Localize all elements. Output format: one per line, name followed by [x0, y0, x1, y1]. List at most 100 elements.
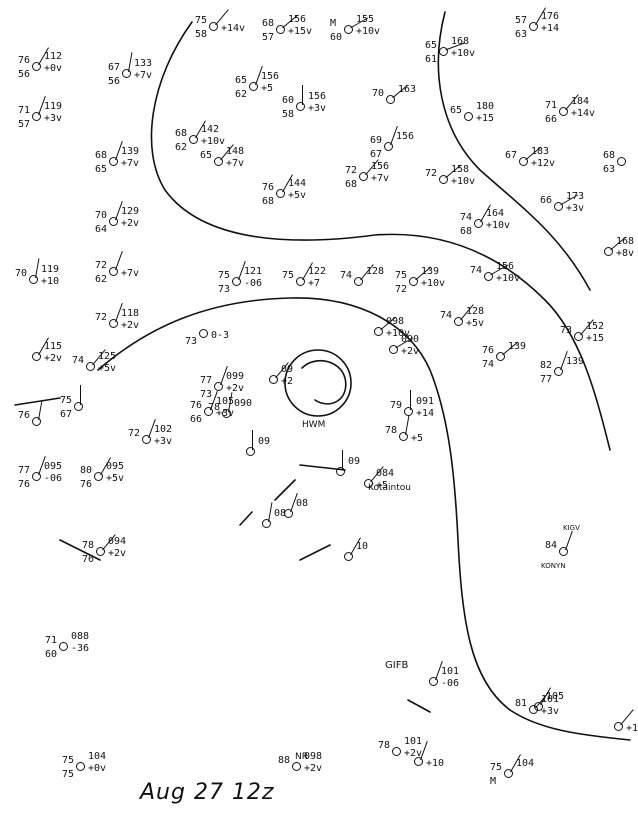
station-circle-icon: [29, 275, 38, 284]
station-temperature: 74: [340, 270, 353, 281]
station-pressure: 094: [108, 536, 127, 547]
station-circle-icon: [122, 69, 131, 78]
station-temperature: 60: [282, 95, 295, 106]
station-circle-icon: [414, 757, 423, 766]
station-dewpoint: 66: [545, 114, 558, 125]
station-temperature: 72: [95, 312, 108, 323]
station-tendency: +5v: [288, 190, 307, 201]
station-pressure: 133: [134, 58, 153, 69]
station-circle-icon: [344, 25, 353, 34]
station-tendency: -06: [441, 678, 460, 689]
station-tendency: +10: [41, 276, 60, 287]
station-pressure: 08: [296, 498, 309, 509]
station-dewpoint: 76: [80, 479, 93, 490]
station-temperature: 71: [45, 635, 58, 646]
airport-label-kigv: KIGV: [563, 524, 580, 532]
station-temperature: 71: [545, 100, 558, 111]
station-circle-icon: [519, 157, 528, 166]
station-dewpoint: 56: [18, 69, 31, 80]
station-pressure: 10: [356, 541, 369, 552]
station-plot: 08: [248, 502, 308, 546]
station-plot: 70 163: [372, 84, 432, 122]
station-pressure: 098: [304, 751, 323, 762]
station-circle-icon: [529, 22, 538, 31]
station-tendency: +10: [426, 758, 445, 769]
station-plot: 084+5: [350, 466, 410, 506]
station-tendency: +15v: [288, 26, 313, 37]
station-dewpoint: M: [490, 776, 497, 787]
station-pressure: 098: [386, 316, 405, 327]
station-tendency: +10v: [386, 328, 411, 339]
station-tendency: +2v: [108, 548, 127, 559]
station-circle-icon: [214, 157, 223, 166]
station-dewpoint: 74: [482, 359, 495, 370]
station-pressure: 104: [88, 751, 107, 762]
station-circle-icon: [354, 277, 363, 286]
station-temperature: 74: [470, 265, 483, 276]
station-tendency: -06: [44, 473, 63, 484]
station-circle-icon: [59, 642, 68, 651]
station-tendency: +10v: [451, 176, 476, 187]
station-circle-icon: [374, 327, 383, 336]
station-tendency: +7v: [371, 173, 390, 184]
station-pressure: 156: [308, 91, 327, 102]
station-tendency: +7v: [121, 158, 140, 169]
station-circle-icon: [32, 472, 41, 481]
station-plot: 08: [270, 492, 330, 536]
station-pressure: 139: [508, 341, 527, 352]
station-tendency: +8v: [616, 248, 635, 259]
north-arc-front: [150, 21, 611, 451]
station-circle-icon: [246, 447, 255, 456]
station-dewpoint: 56: [108, 76, 121, 87]
station-dewpoint: 60: [330, 32, 343, 43]
station-temperature: 69: [370, 135, 383, 146]
station-pressure: 084: [376, 468, 395, 479]
station-plot: 66173+3v: [540, 191, 600, 229]
station-tendency: +15: [476, 113, 495, 124]
station-temperature: 80: [80, 465, 93, 476]
station-temperature: 73: [560, 325, 573, 336]
station-pressure: 121: [244, 266, 263, 277]
station-pressure: 101: [541, 694, 560, 705]
station-tendency: +3v: [541, 706, 560, 717]
station-plot: 09: [322, 450, 382, 494]
station-dewpoint: 58: [282, 109, 295, 120]
wind-line: [274, 479, 296, 501]
station-circle-icon: [554, 202, 563, 211]
station-pressure: 148: [226, 146, 245, 157]
station-dewpoint: 67: [60, 409, 73, 420]
station-pressure: 163: [398, 84, 417, 95]
station-temperature: 75: [60, 395, 73, 406]
station-dewpoint: 62: [175, 142, 188, 153]
station-pressure: 142: [201, 124, 220, 135]
station-temperature: 70: [372, 88, 385, 99]
station-temperature: 82: [540, 360, 553, 371]
station-pressure: 122: [308, 266, 327, 277]
station-tendency: +2v: [304, 763, 323, 774]
station-pressure: 139: [566, 356, 585, 367]
station-pressure: 112: [44, 51, 63, 62]
station-temperature: 76: [262, 182, 275, 193]
station-pressure: 176: [541, 11, 560, 22]
station-plot: +15: [600, 709, 638, 749]
station-plot: 10: [330, 537, 390, 579]
station-temperature: 75: [395, 270, 408, 281]
station-circle-icon: [617, 157, 626, 166]
station-pressure: 139: [421, 266, 440, 277]
station-circle-icon: [109, 217, 118, 226]
station-plot: 84: [545, 530, 605, 574]
